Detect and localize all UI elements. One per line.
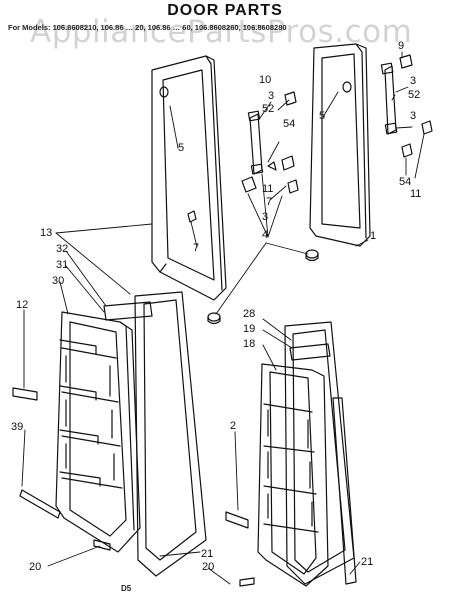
- callout-3: 3: [268, 90, 275, 102]
- callout-7: 7: [266, 196, 273, 208]
- left-handle-parts: [187, 91, 299, 223]
- callout-54: 54: [283, 118, 296, 130]
- callout-20: 20: [202, 561, 215, 573]
- callout-30: 30: [52, 275, 65, 287]
- callout-12: 12: [16, 299, 29, 311]
- callout-3: 3: [410, 110, 417, 122]
- callout-18: 18: [243, 338, 256, 350]
- leader-lines: [21, 51, 425, 585]
- callout-1: 1: [370, 230, 377, 242]
- callout-13: 13: [40, 227, 53, 239]
- fresh-food-door-gasket: [284, 321, 355, 585]
- fresh-food-small-parts: [225, 397, 357, 587]
- callout-28: 28: [243, 308, 256, 320]
- right-handle-parts: [159, 54, 433, 158]
- callout-39: 39: [11, 421, 24, 433]
- callout-19: 19: [243, 323, 256, 335]
- callout-4: 4: [262, 229, 269, 241]
- refrigerator-door-outer-panel: [309, 43, 371, 247]
- callout-32: 32: [56, 243, 69, 255]
- freezer-door-outer-panel: [151, 55, 227, 301]
- callout-3: 3: [262, 211, 269, 223]
- freezer-door-gasket: [103, 291, 207, 577]
- callout-11: 11: [410, 188, 422, 200]
- door-stops: [207, 249, 319, 325]
- callout-20: 20: [29, 561, 42, 573]
- callout-2: 2: [230, 420, 237, 432]
- callout-3: 3: [410, 75, 417, 87]
- callout-54: 54: [399, 176, 412, 188]
- callout-21: 21: [201, 548, 214, 560]
- callout-5: 5: [319, 110, 326, 122]
- callout-31: 31: [56, 259, 69, 271]
- callout-21: 21: [361, 556, 374, 568]
- freezer-small-parts: [12, 387, 111, 551]
- callout-52: 52: [408, 89, 421, 101]
- callout-52: 52: [262, 103, 275, 115]
- callout-11: 11: [262, 183, 274, 195]
- callout-7: 7: [193, 242, 200, 254]
- callout-5: 5: [178, 142, 185, 154]
- callout-10: 10: [259, 74, 272, 86]
- callout-9: 9: [398, 40, 405, 52]
- freezer-door-liner: [55, 311, 141, 553]
- models-line: For Models: 106.8608210, 106.86 … 20, 10…: [8, 23, 287, 32]
- page-title: DOOR PARTS: [167, 2, 283, 19]
- fresh-food-door-liner: [257, 363, 329, 587]
- figure-code: D5: [121, 584, 132, 593]
